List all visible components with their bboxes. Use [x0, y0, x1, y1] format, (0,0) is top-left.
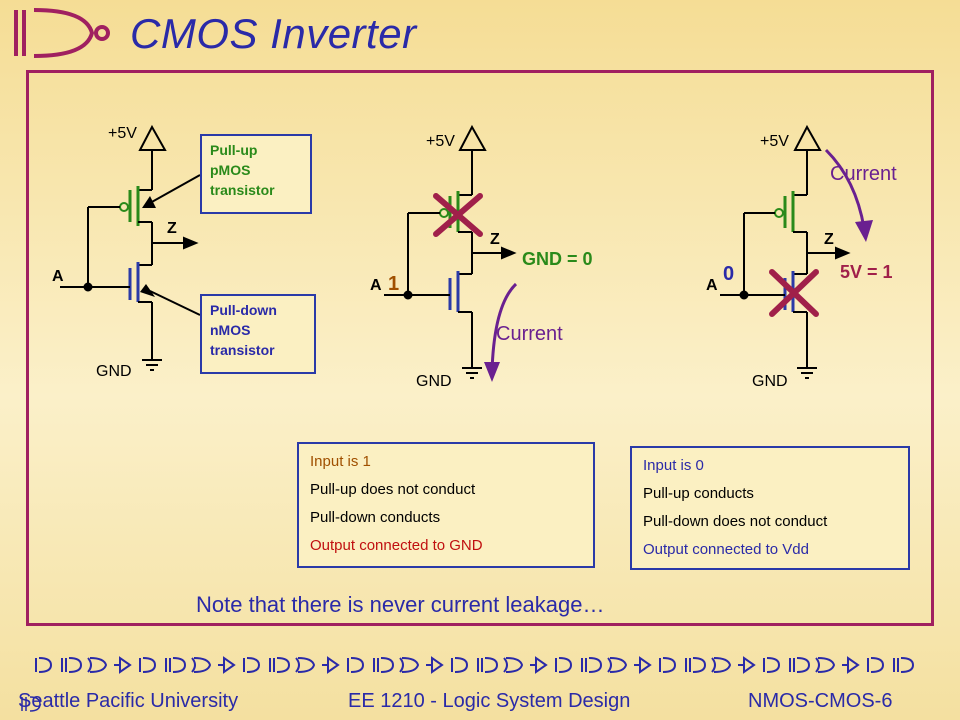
logic-gate-glyph [738, 656, 756, 674]
logic-gate-glyph [218, 656, 236, 674]
info2-line-4: Output connected to Vdd [643, 541, 809, 558]
output-value-2: GND = 0 [522, 249, 593, 269]
footer-logo-icon [21, 696, 41, 712]
input-value-3: 0 [723, 263, 734, 285]
cross-mark-pulldown [769, 269, 819, 317]
output-value-3: 5V = 1 [840, 262, 893, 282]
logic-gate-glyph [243, 657, 261, 673]
logic-gate-glyph [711, 657, 732, 673]
current-arrow-head-3 [855, 220, 873, 242]
output-label-2: Z [490, 231, 500, 248]
circuit-3 [720, 124, 851, 379]
info-box-input-1: Input is 1 Pull-up does not conduct Pull… [297, 442, 595, 568]
slide-title: CMOS Inverter [130, 10, 417, 57]
logic-gate-glyph [165, 657, 187, 673]
input-label-1: A [52, 268, 64, 285]
vdd-label-1: +5V [108, 125, 137, 142]
footer-course: EE 1210 - Logic System Design [348, 690, 631, 712]
info1-line-1: Input is 1 [310, 453, 371, 470]
input-label-2: A [370, 277, 382, 294]
logic-gate-glyph [139, 657, 157, 673]
logic-gate-glyph [842, 656, 860, 674]
gnd-label-3: GND [752, 373, 788, 390]
current-arrow-2 [490, 282, 518, 373]
vdd-symbol [138, 124, 167, 151]
logic-gate-glyph [634, 656, 652, 674]
info2-line-1: Input is 0 [643, 457, 704, 474]
info2-line-3: Pull-down does not conduct [643, 513, 828, 530]
logic-gate-glyph [35, 657, 53, 673]
logic-gate-glyph [763, 657, 781, 673]
logic-gate-glyph [893, 657, 915, 673]
leakage-note: Note that there is never current leakage… [196, 592, 605, 617]
input-value-2: 1 [388, 273, 399, 295]
content-frame [26, 70, 934, 626]
logic-gate-glyph [322, 656, 340, 674]
logic-gate-glyph [191, 657, 212, 673]
logic-gate-glyph [815, 657, 836, 673]
logic-gate-glyph [789, 657, 811, 673]
logic-gate-glyph [295, 657, 316, 673]
cross-mark-pullup [433, 193, 483, 237]
current-arrow-head-2 [484, 362, 500, 382]
footer-slide-id: NMOS-CMOS-6 [748, 690, 893, 712]
output-label-1: Z [167, 220, 177, 237]
info1-line-3: Pull-down conducts [310, 509, 441, 526]
current-arrow-3 [824, 148, 866, 229]
logic-gate-glyph [685, 657, 707, 673]
circuit-1 [60, 124, 201, 371]
logic-gate-glyph [61, 657, 83, 673]
pullup-callout: Pull-up pMOS transistor [200, 134, 312, 214]
logic-gate-glyph [607, 657, 628, 673]
current-label-3: Current [830, 163, 897, 185]
logic-gate-glyph [581, 657, 603, 673]
logic-gate-glyph [347, 657, 365, 673]
info2-line-2: Pull-up conducts [643, 485, 754, 502]
logic-gate-glyph [426, 656, 444, 674]
logic-gate-glyph [530, 656, 548, 674]
gnd-label-1: GND [96, 363, 132, 380]
info1-line-2: Pull-up does not conduct [310, 481, 476, 498]
input-label-3: A [706, 277, 718, 294]
logic-gate-glyph [555, 657, 573, 673]
logic-gate-glyph [867, 657, 885, 673]
gnd-label-2: GND [416, 373, 452, 390]
circuit-2 [384, 124, 517, 379]
logic-gate-glyph [269, 657, 291, 673]
footer-decoration [35, 656, 915, 674]
logic-gate-logo [14, 8, 110, 58]
logic-gate-glyph [373, 657, 395, 673]
info-box-input-0: Input is 0 Pull-up conducts Pull-down do… [630, 446, 910, 570]
logic-gate-glyph [399, 657, 420, 673]
vdd-label-2: +5V [426, 133, 455, 150]
logic-gate-glyph [87, 657, 108, 673]
info1-line-4: Output connected to GND [310, 537, 483, 554]
logic-gate-glyph [114, 656, 132, 674]
footer-university: Seattle Pacific University [18, 690, 239, 712]
output-label-3: Z [824, 231, 834, 248]
pulldown-callout: Pull-down nMOS transistor [200, 294, 316, 374]
logic-gate-glyph [477, 657, 499, 673]
vdd-label-3: +5V [760, 133, 789, 150]
current-label-2: Current [496, 323, 563, 345]
logic-gate-glyph [503, 657, 524, 673]
logic-gate-glyph [451, 657, 469, 673]
logic-gate-glyph [659, 657, 677, 673]
